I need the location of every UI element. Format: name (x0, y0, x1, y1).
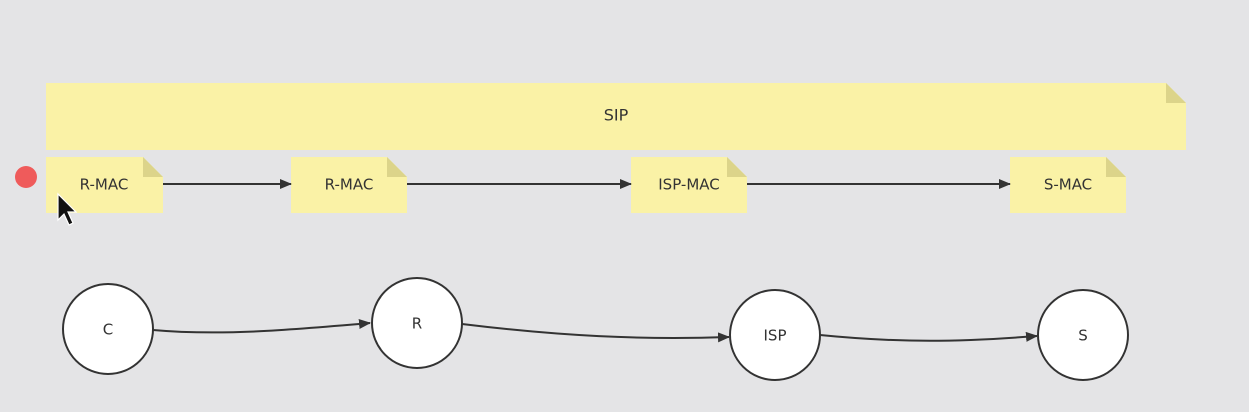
network-node-label: R (412, 315, 422, 333)
mac-note-label: S-MAC (1044, 176, 1092, 194)
mouse-cursor-icon (57, 192, 78, 226)
mac-note-label: ISP-MAC (658, 176, 720, 194)
node-arrow (152, 318, 371, 334)
network-node-label: S (1078, 327, 1088, 345)
network-node[interactable]: C (62, 283, 154, 375)
mac-note[interactable]: R-MAC (46, 157, 163, 213)
node-arrow (819, 331, 1038, 342)
sip-banner-label: SIP (604, 106, 629, 125)
mac-note-label: R-MAC (80, 176, 129, 194)
mac-note-label: R-MAC (325, 176, 374, 194)
network-node-label: C (103, 321, 113, 339)
network-node[interactable]: R (371, 277, 463, 369)
mac-note[interactable]: ISP-MAC (631, 157, 747, 213)
network-node[interactable]: S (1037, 289, 1129, 381)
mac-note[interactable]: S-MAC (1010, 157, 1126, 213)
network-node-label: ISP (764, 327, 787, 345)
sip-banner-note[interactable]: SIP (46, 83, 1186, 150)
network-node[interactable]: ISP (729, 289, 821, 381)
node-arrow (461, 323, 730, 343)
mac-note[interactable]: R-MAC (291, 157, 407, 213)
recording-indicator (15, 166, 37, 188)
